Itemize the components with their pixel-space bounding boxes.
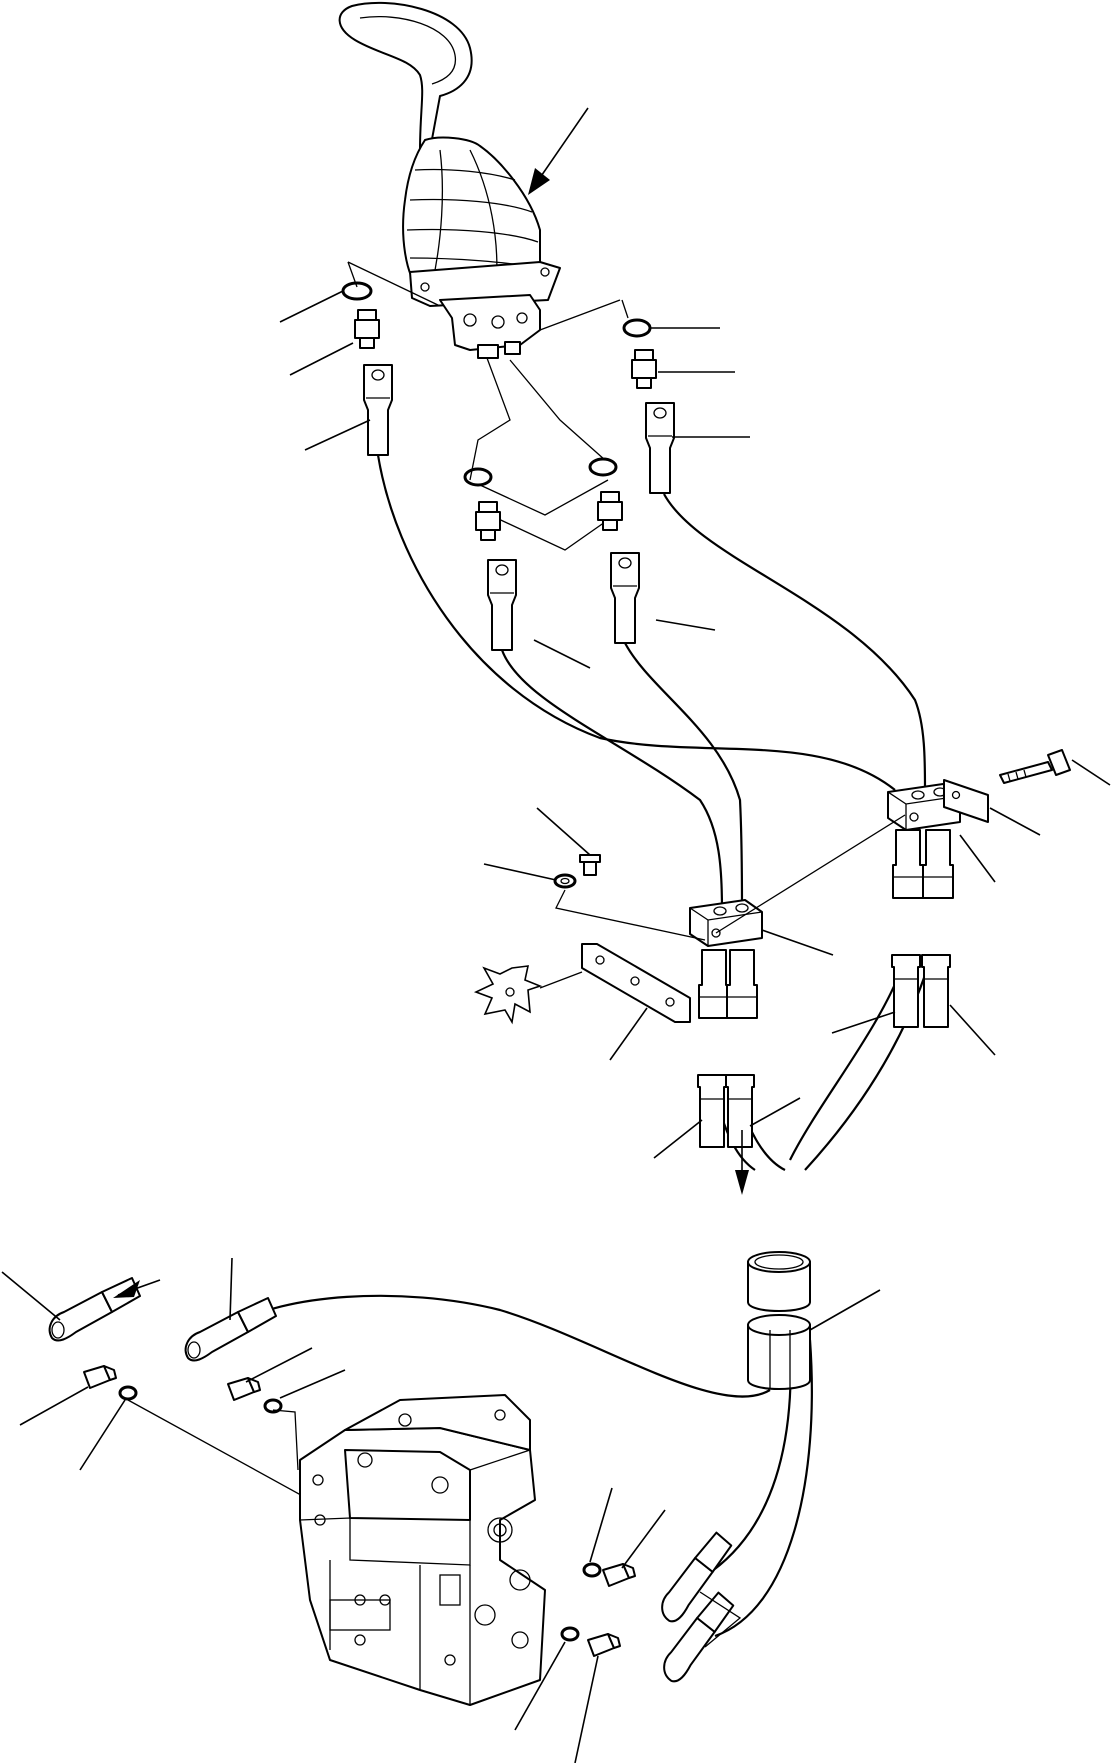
valve-port-line-2 <box>272 1409 299 1471</box>
hose <box>234 454 932 1638</box>
washer <box>553 873 577 889</box>
callout-leaders <box>1 290 1111 1763</box>
hose-fitting <box>363 364 675 651</box>
clamp-block <box>689 783 961 947</box>
bolt-assembly-line <box>555 889 706 941</box>
hose-sleeve <box>747 1251 811 1390</box>
bracket-outline <box>473 965 583 1025</box>
clamp-connect-line <box>715 814 906 934</box>
elbow-fitting <box>48 1277 735 1683</box>
adapter <box>83 1365 636 1657</box>
direction-arrow <box>735 1130 749 1195</box>
bolt <box>579 749 1071 876</box>
control-lever <box>338 1 589 359</box>
o-ring <box>118 1385 602 1642</box>
plate <box>581 779 989 1023</box>
control-valve <box>299 1394 546 1706</box>
elbow-link-line <box>699 1591 742 1648</box>
port-connection-lines <box>347 261 629 551</box>
hose-joint <box>697 829 954 1148</box>
adapter <box>354 309 657 541</box>
